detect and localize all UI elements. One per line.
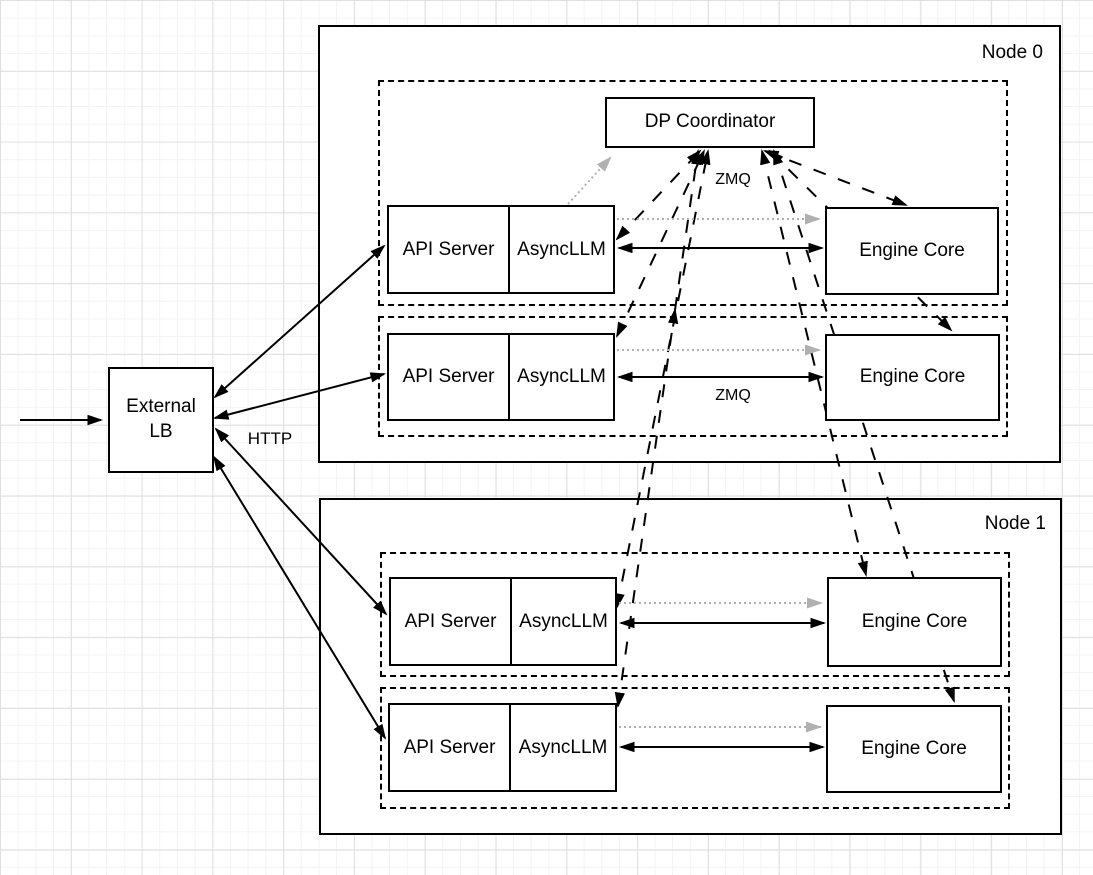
- external-lb-box: External LB: [108, 367, 214, 473]
- api-server-box: API Server: [391, 579, 512, 664]
- api-server-box: API Server: [389, 207, 510, 292]
- dp-coordinator-label: DP Coordinator: [644, 111, 776, 133]
- zmq-label-coordinator: ZMQ: [715, 171, 751, 188]
- engine-core-label: Engine Core: [861, 610, 968, 632]
- asyncllm-box: AsyncLLM: [518, 736, 608, 758]
- engine-core-box-n0r2: Engine Core: [825, 334, 1000, 421]
- dp-coordinator-box: DP Coordinator: [605, 97, 815, 148]
- asyncllm-box: AsyncLLM: [519, 610, 608, 632]
- engine-core-label: Engine Core: [861, 737, 967, 759]
- api-asyncllm-box-n0r2: API Server AsyncLLM: [387, 333, 615, 421]
- external-lb-label-line1: External: [126, 396, 196, 418]
- engine-core-box-n1r2: Engine Core: [826, 705, 1002, 793]
- asyncllm-box: AsyncLLM: [517, 366, 606, 387]
- api-asyncllm-box-n1r1: API Server AsyncLLM: [389, 577, 617, 666]
- engine-core-box-n0r1: Engine Core: [825, 207, 999, 295]
- node-1-label: Node 1: [984, 513, 1046, 534]
- api-server-box: API Server: [390, 705, 511, 790]
- node-0-label: Node 0: [981, 42, 1043, 63]
- node1-row2-group: [380, 687, 1010, 809]
- engine-core-box-n1r1: Engine Core: [827, 577, 1002, 667]
- http-label: HTTP: [247, 429, 293, 448]
- zmq-label-engine: ZMQ: [715, 387, 751, 404]
- engine-core-label: Engine Core: [859, 366, 966, 388]
- api-asyncllm-box-n1r2: API Server AsyncLLM: [388, 703, 617, 792]
- asyncllm-box: AsyncLLM: [517, 238, 606, 260]
- api-server-box: API Server: [389, 335, 510, 419]
- api-asyncllm-box-n0r1: API Server AsyncLLM: [387, 205, 615, 294]
- engine-core-label: Engine Core: [859, 239, 965, 261]
- external-lb-label-line2: LB: [149, 421, 173, 442]
